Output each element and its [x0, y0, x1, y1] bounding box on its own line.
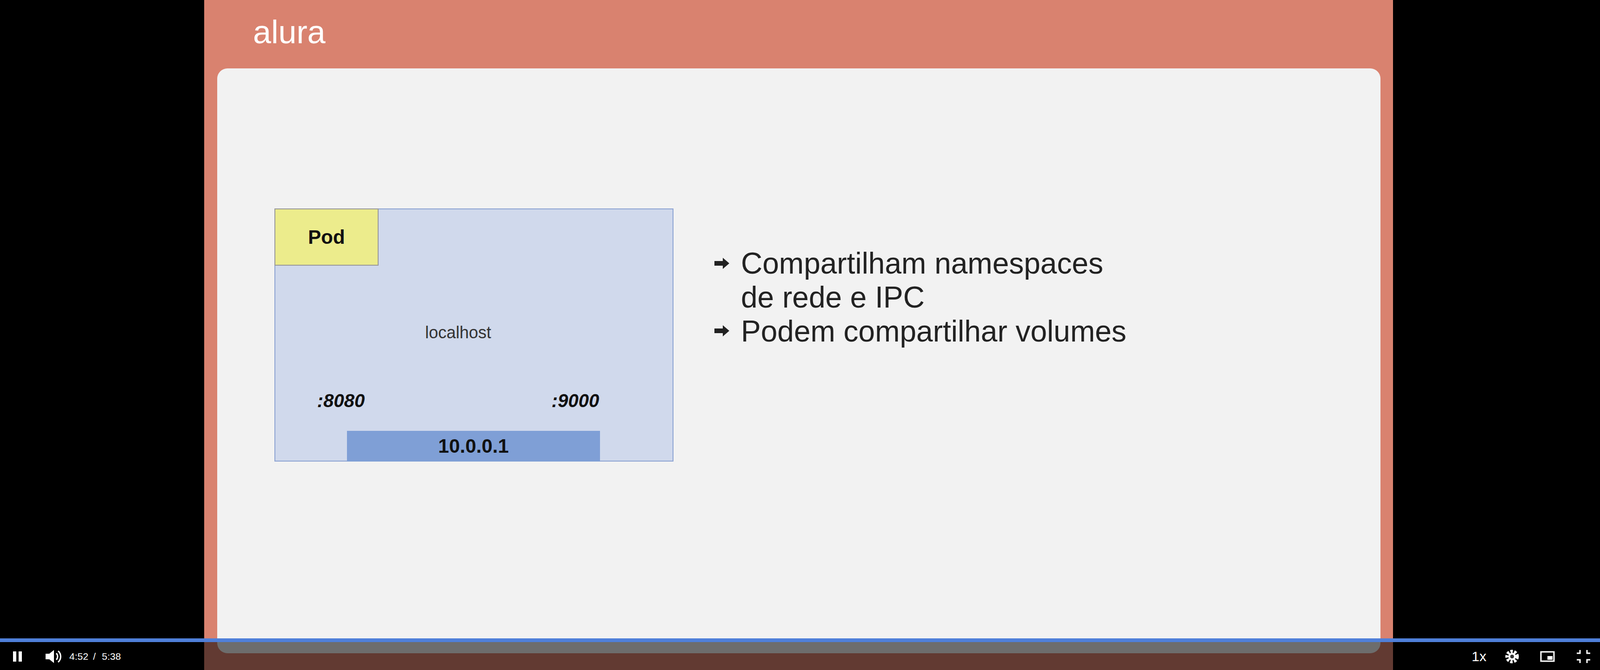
bullet-arrow — [714, 325, 730, 337]
bullet-text: Compartilham namespaces de rede e IPC — [740, 246, 1123, 315]
port-label: :8080 — [317, 390, 365, 411]
ip-band: 10.0.0.1 — [346, 430, 600, 462]
time-total: 5:38 — [101, 650, 121, 662]
control-bar — [0, 641, 1600, 670]
speed-label: 1x — [1471, 648, 1487, 664]
progress-bar — [0, 638, 1600, 642]
pause-icon — [13, 651, 22, 662]
pod-title: Pod — [307, 226, 345, 249]
time-separator: / — [93, 650, 96, 662]
fullscreen-icon — [1576, 649, 1591, 663]
port-label: :9000 — [551, 390, 600, 411]
pip-icon — [1540, 651, 1554, 661]
container: :9000 — [542, 282, 608, 411]
bullet-text: Podem compartilhar volumes — [740, 314, 1127, 349]
volume-icon — [45, 649, 61, 663]
edge-label: localhost — [425, 323, 492, 342]
logo-text: alura — [253, 15, 326, 49]
settings-icon — [1506, 651, 1518, 662]
container: :8080 — [308, 282, 374, 411]
ip-address: 10.0.0.1 — [438, 434, 509, 458]
time-current: 4:52 — [69, 650, 89, 662]
bullet-arrow — [714, 257, 730, 269]
pod-tab: Pod — [274, 208, 379, 266]
